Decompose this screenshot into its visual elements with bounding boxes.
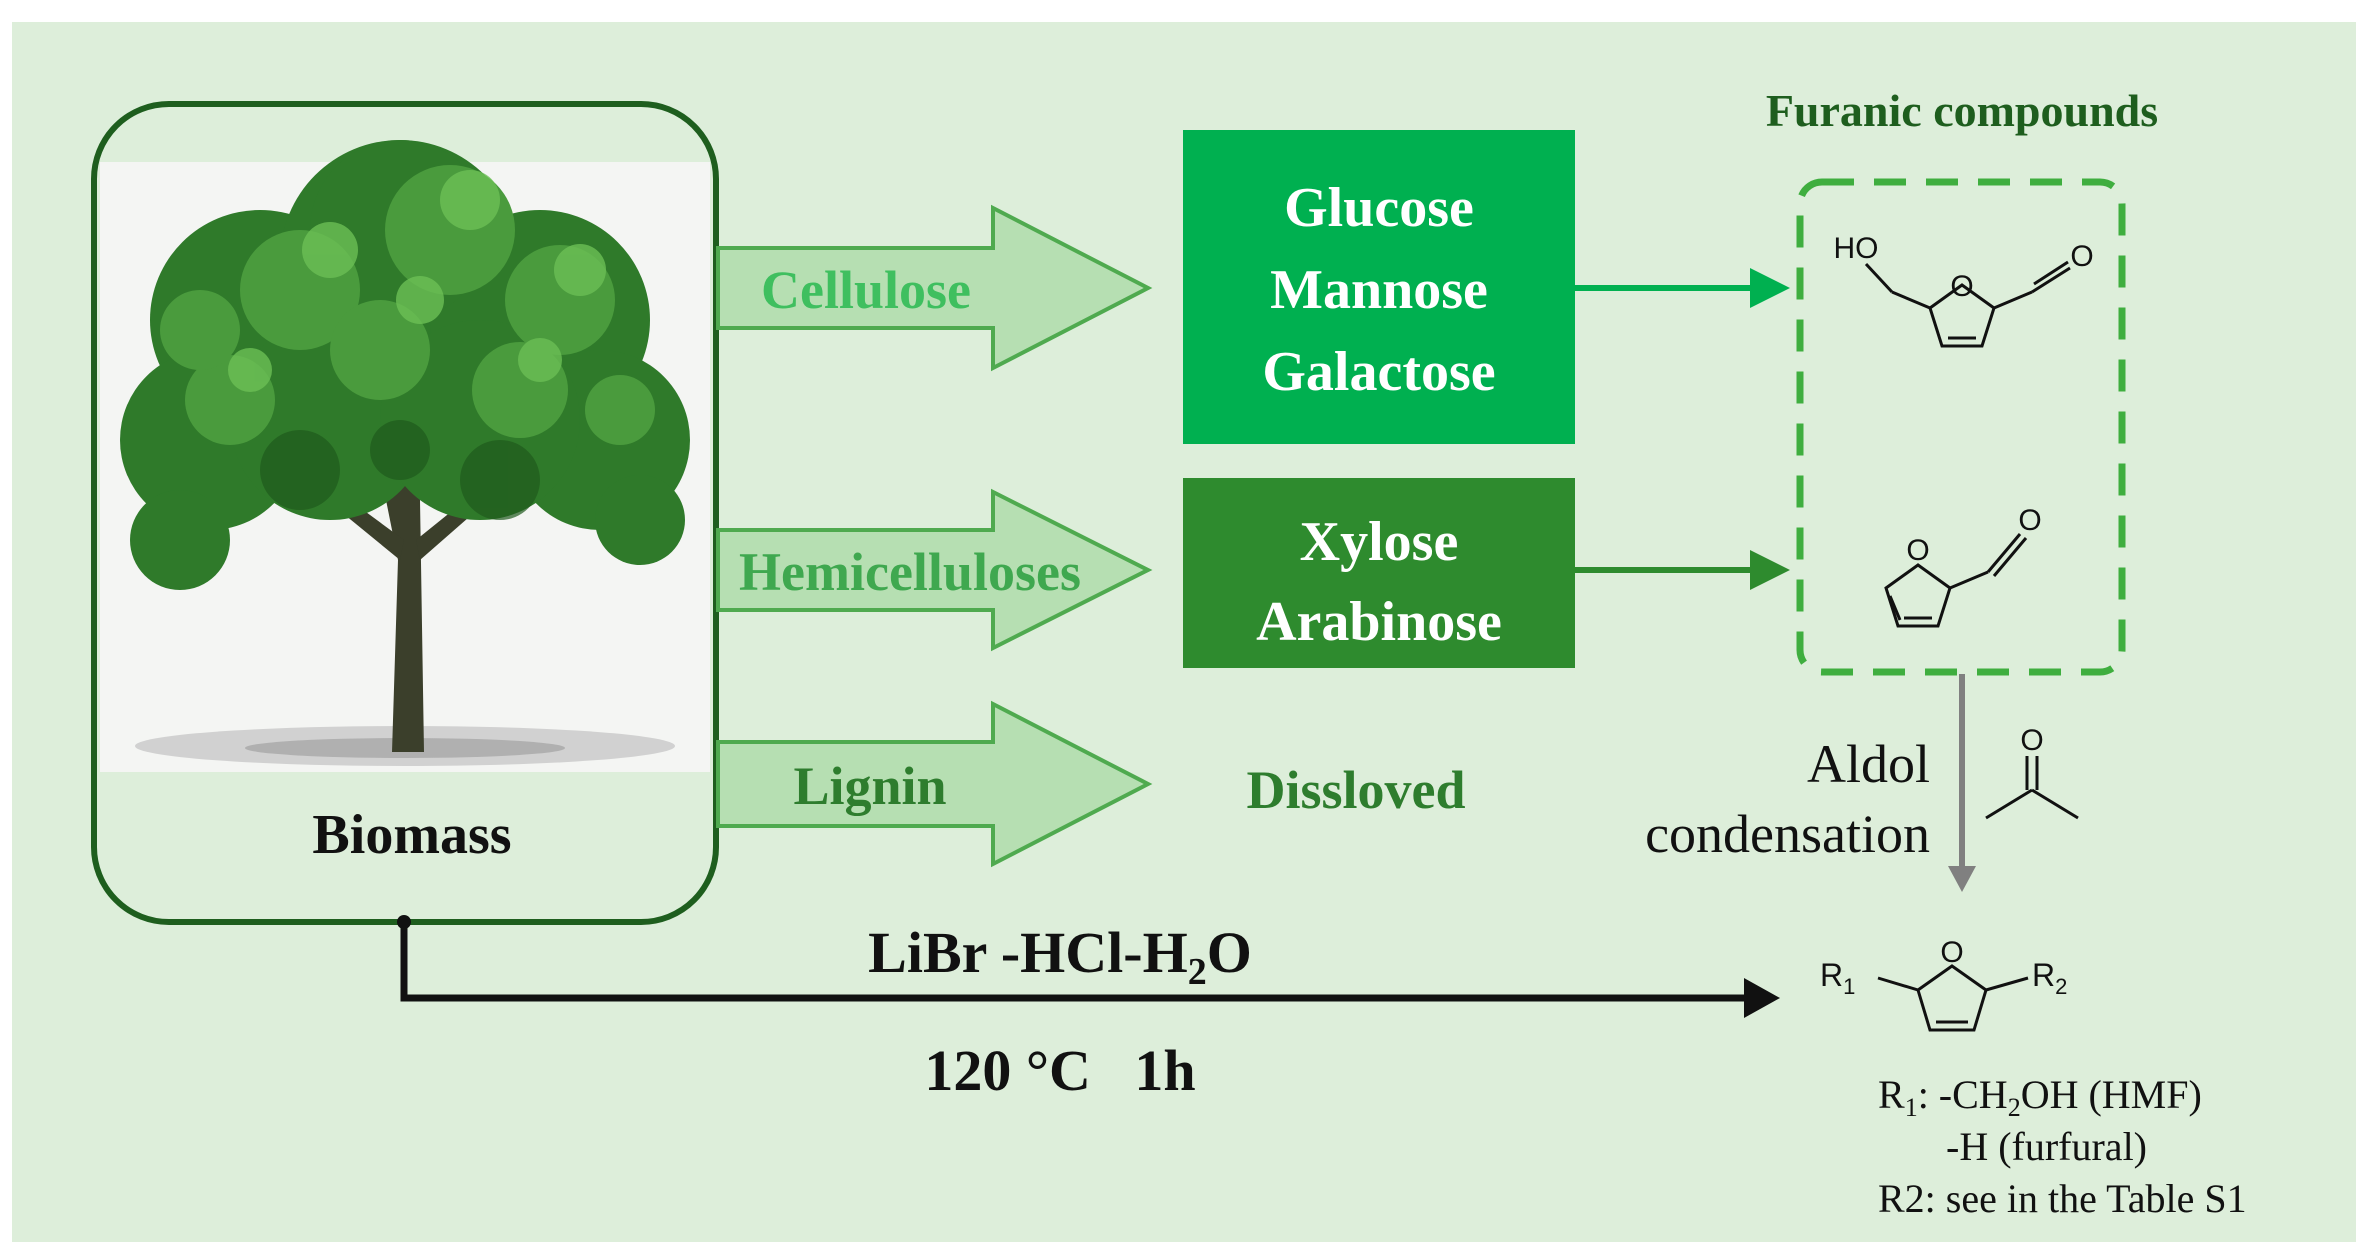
legend-r1-letter: R: [1878, 1072, 1905, 1117]
hemicellulose-label: Hemicelluloses: [739, 542, 1081, 602]
product-r2: R2: [2032, 957, 2067, 999]
furanic-box: [1796, 178, 2126, 676]
cellulose-sugars-box: Glucose Mannose Galactose: [1183, 130, 1575, 444]
product-r1: R1: [1820, 957, 1855, 999]
solvent-subscript: 2: [1188, 951, 1207, 993]
temp-time-label: 120 °C 1h: [924, 1038, 1195, 1103]
product-legend-line3: R2: see in the Table S1: [1878, 1176, 2247, 1221]
cellulose-label: Cellulose: [761, 260, 971, 320]
acetone-oxygen: O: [2020, 724, 2043, 757]
lignin-label: Lignin: [793, 756, 946, 816]
legend-r1-text-b: OH (HMF): [2021, 1072, 2202, 1117]
sugar-xylose: Xylose: [1300, 511, 1459, 573]
solvent-label: LiBr -HCl-H2O: [868, 920, 1252, 993]
aldol-label-line1: Aldol: [1807, 734, 1930, 794]
product-r2-letter: R: [2032, 957, 2055, 993]
product-r2-subscript: 2: [2055, 974, 2067, 999]
biomass-panel: Biomass: [91, 101, 719, 925]
lignin-arrow: Lignin: [716, 700, 1153, 868]
product-structure: [1877, 964, 2029, 1032]
glucose-to-hmf-arrow: [1575, 268, 1790, 308]
aldol-arrow: [1948, 674, 1976, 892]
product-legend-line1: R1: -CH2OH (HMF): [1878, 1072, 2202, 1122]
sugar-glucose: Glucose: [1284, 177, 1474, 239]
product-r1-letter: R: [1820, 957, 1843, 993]
furfural-aldehyde-oxygen: O: [2018, 504, 2041, 537]
hmf-aldehyde-oxygen: O: [2070, 240, 2093, 273]
solvent-text-b: O: [1207, 920, 1252, 985]
legend-r1-subscript: 1: [1905, 1093, 1918, 1122]
sugar-arabinose: Arabinose: [1256, 591, 1502, 653]
furanic-title: Furanic compounds: [1766, 85, 2158, 136]
tree-icon: [120, 140, 690, 766]
sugar-galactose: Galactose: [1262, 341, 1495, 403]
lignin-result: Dissloved: [1246, 760, 1465, 820]
furfural-ring-oxygen: O: [1906, 534, 1929, 567]
acetone-structure: [1985, 756, 2079, 820]
legend-r1-text-a: : -CH: [1918, 1072, 2008, 1117]
cellulose-arrow: Cellulose: [716, 204, 1153, 372]
product-ring-oxygen: O: [1940, 936, 1963, 969]
furfural-structure: [1884, 533, 2028, 628]
aldol-label-line2: condensation: [1645, 804, 1930, 864]
sugar-mannose: Mannose: [1270, 259, 1488, 321]
biomass-label: Biomass: [312, 804, 511, 866]
hemicellulose-sugars-box: Xylose Arabinose: [1183, 478, 1575, 668]
hmf-hydroxyl: HO: [1834, 232, 1879, 265]
hmf-ring-oxygen: O: [1950, 270, 1973, 303]
solvent-text-a: LiBr -HCl-H: [868, 920, 1188, 985]
hmf-structure: [1864, 260, 2071, 348]
process-arrow: [397, 915, 1780, 1018]
product-r1-subscript: 1: [1843, 974, 1855, 999]
product-legend-line2: -H (furfural): [1946, 1124, 2147, 1169]
legend-r1-subscript2: 2: [2008, 1093, 2021, 1122]
hemicellulose-arrow: Hemicelluloses: [716, 488, 1153, 652]
xylose-to-furfural-arrow: [1575, 550, 1790, 590]
